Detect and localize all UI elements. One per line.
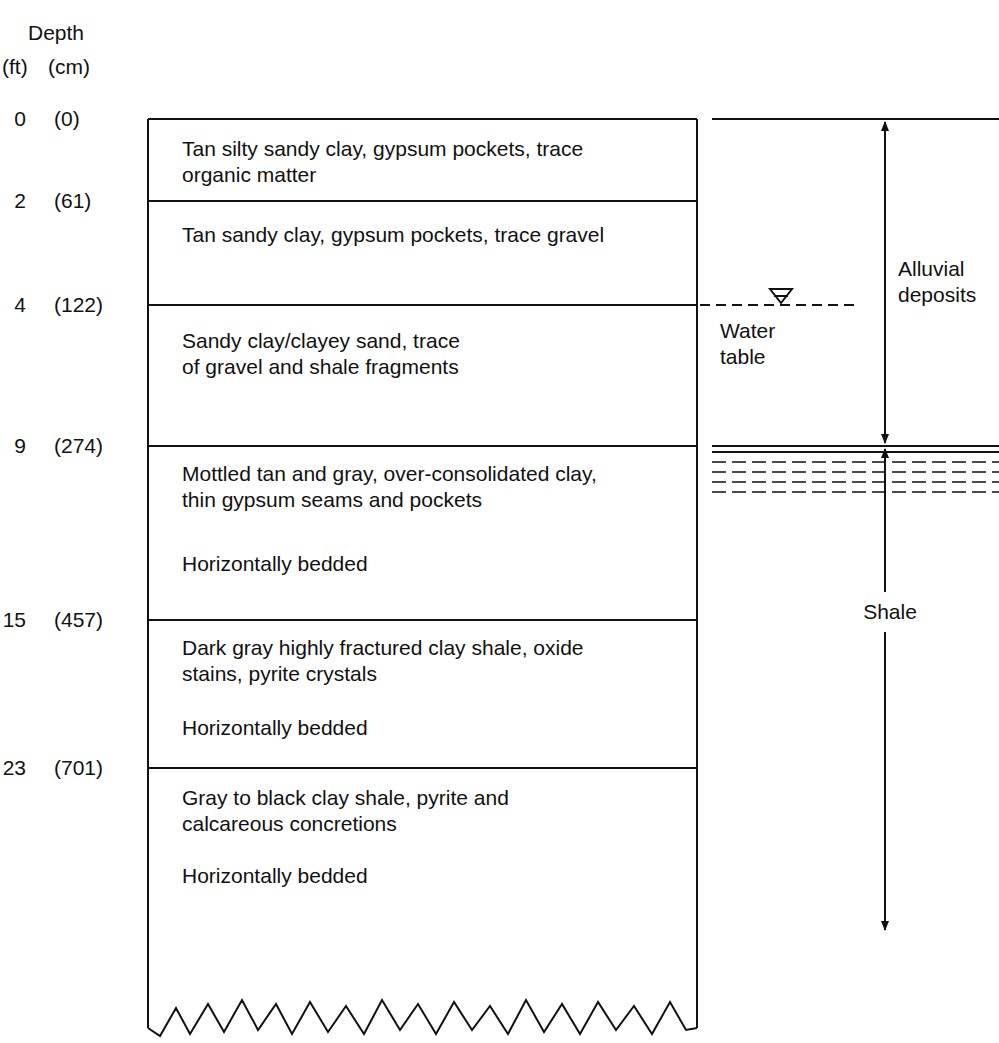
soil-layer-band: Gray to black clay shale, pyrite and cal… xyxy=(149,769,696,999)
annotation-lines xyxy=(700,119,999,930)
soil-layer-band: Tan silty sandy clay, gypsum pockets, tr… xyxy=(149,120,696,200)
water-table-label: Water table xyxy=(720,318,810,370)
unit-label: (cm) xyxy=(48,54,118,80)
layer-description: Tan sandy clay, gypsum pockets, trace gr… xyxy=(182,222,622,248)
layer-description: Sandy clay/clayey sand, trace of gravel … xyxy=(182,328,482,380)
bedding-note: Horizontally bedded xyxy=(182,551,632,577)
layer-description: Dark gray highly fractured clay shale, o… xyxy=(182,635,622,687)
unit-label: (ft) xyxy=(2,54,48,80)
depth-centimeters: (122) xyxy=(54,292,134,318)
depth-feet: 15 xyxy=(0,607,26,633)
soil-layer-band: Mottled tan and gray, over-consolidated … xyxy=(149,447,696,619)
depth-centimeters: (0) xyxy=(54,106,134,132)
soil-layer-band: Sandy clay/clayey sand, trace of gravel … xyxy=(149,306,696,445)
depth-feet: 4 xyxy=(0,292,26,318)
unit-label: Shale xyxy=(855,599,925,625)
depth-centimeters: (61) xyxy=(54,188,134,214)
depth-feet: 0 xyxy=(0,106,26,132)
soil-layer-band: Tan sandy clay, gypsum pockets, trace gr… xyxy=(149,202,696,304)
soil-layer-band: Dark gray highly fractured clay shale, o… xyxy=(149,621,696,767)
depth-feet: 9 xyxy=(0,433,26,459)
layer-description: Gray to black clay shale, pyrite and cal… xyxy=(182,785,612,837)
layer-description: Mottled tan and gray, over-consolidated … xyxy=(182,461,632,513)
depth-centimeters: (457) xyxy=(54,607,134,633)
depth-feet: 2 xyxy=(0,188,26,214)
depth-feet: 23 xyxy=(0,755,26,781)
depth-heading: Depth xyxy=(28,20,118,46)
layer-description: Tan silty sandy clay, gypsum pockets, tr… xyxy=(182,136,622,188)
depth-centimeters: (701) xyxy=(54,755,134,781)
unit-label: Alluvial deposits xyxy=(898,256,993,308)
bedding-note: Horizontally bedded xyxy=(182,863,612,889)
column-outline xyxy=(148,119,697,1036)
bedding-note: Horizontally bedded xyxy=(182,715,622,741)
depth-centimeters: (274) xyxy=(54,433,134,459)
